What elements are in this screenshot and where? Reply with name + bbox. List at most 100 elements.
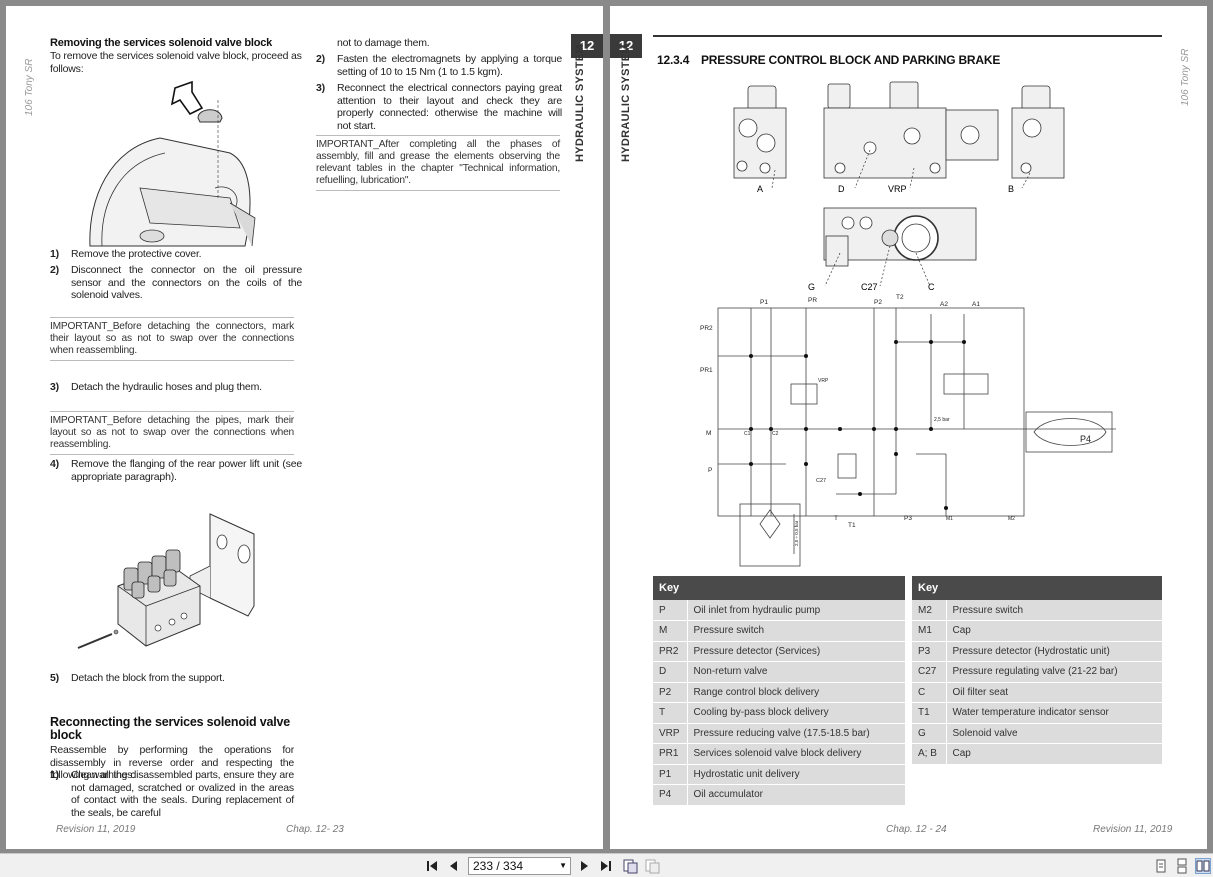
label-C27: C27 xyxy=(861,282,878,292)
step-number: 1) xyxy=(50,769,59,781)
key-code: P xyxy=(653,600,688,621)
next-page-icon xyxy=(581,861,588,871)
step-5: 5) Detach the block from the support. xyxy=(50,672,302,685)
step-2: 2) Disconnect the connector on the oil p… xyxy=(50,264,302,302)
sch-label-P4: P4 xyxy=(1080,434,1091,444)
key-code: C27 xyxy=(912,661,947,683)
heading-reconnecting: Reconnecting the services solenoid valve… xyxy=(50,715,291,742)
first-page-button[interactable] xyxy=(424,858,440,874)
disabled-tool-button[interactable] xyxy=(644,858,660,874)
step-text: Detach the block from the support. xyxy=(71,672,225,684)
section-number: 12.3.4 xyxy=(657,53,690,67)
sch-label-bar2: 2,5 ÷ 0,5 bar xyxy=(794,520,799,546)
key-desc: Services solenoid valve block delivery xyxy=(687,743,905,765)
illustration-block-support xyxy=(77,513,255,649)
step-number: 4) xyxy=(50,458,59,470)
step-text: Clean all the disassembled parts, ensure… xyxy=(71,769,294,819)
step-number: 1) xyxy=(50,248,59,260)
sch-label-P: P xyxy=(708,467,712,474)
key-code: D xyxy=(653,661,688,683)
side-label: 106 Tony SR xyxy=(24,58,35,116)
key-desc: Oil accumulator xyxy=(687,784,905,806)
first-page-icon xyxy=(427,861,437,871)
label-VRP: VRP xyxy=(888,184,907,194)
sch-label-VRP: VRP xyxy=(818,378,829,384)
sch-label-P2: P2 xyxy=(874,299,882,306)
label-C: C xyxy=(928,282,935,292)
chapter-tab-title: HYDRAULIC SYSTEM xyxy=(574,44,586,162)
key-code: A; B xyxy=(912,743,947,765)
viewer-toolbar: 233 / 334 ▼ xyxy=(0,853,1213,877)
page-number-input[interactable]: 233 / 334 ▼ xyxy=(468,857,571,875)
key-header: Key xyxy=(912,576,1162,600)
step-3: 3) Detach the hydraulic hoses and plug t… xyxy=(50,381,302,394)
last-page-button[interactable] xyxy=(598,858,614,874)
previous-page-button[interactable] xyxy=(446,858,462,874)
key-desc: Pressure detector (Services) xyxy=(687,641,905,662)
key-desc: Pressure regulating valve (21-22 bar) xyxy=(946,661,1162,683)
continuous-view-button[interactable] xyxy=(1174,858,1190,874)
side-label: 106 Tony SR xyxy=(1180,48,1191,106)
sch-label-M1: M1 xyxy=(946,516,953,522)
step-text: Detach the hydraulic hoses and plug them… xyxy=(71,381,262,393)
duplicate-page-icon xyxy=(645,859,660,874)
sch-label-bar1: 2,5 bar xyxy=(934,417,950,423)
sch-label-T: T xyxy=(834,515,838,522)
key-code: P1 xyxy=(653,764,688,785)
key-desc: Hydrostatic unit delivery xyxy=(687,764,905,785)
footer-chapter: Chap. 12- 23 xyxy=(286,824,344,835)
key-code: M2 xyxy=(912,600,947,621)
key-code: P3 xyxy=(912,641,947,662)
two-page-view-button[interactable] xyxy=(1195,858,1211,874)
sch-label-C27: C27 xyxy=(816,478,826,484)
dropdown-caret-icon: ▼ xyxy=(559,861,567,870)
step-4: 4) Remove the flanging of the rear power… xyxy=(50,458,302,483)
key-code: M1 xyxy=(912,620,947,642)
key-desc: Solenoid valve xyxy=(946,723,1162,744)
key-desc: Pressure switch xyxy=(946,600,1162,621)
step-number: 3) xyxy=(50,381,59,393)
reconnect-step-3: 3) Reconnect the electrical connectors p… xyxy=(316,82,562,132)
section-rule xyxy=(653,35,1162,37)
sch-label-C2: C2 xyxy=(772,431,779,437)
section-title: PRESSURE CONTROL BLOCK AND PARKING BRAKE xyxy=(701,53,1001,67)
page-indicator-text: 233 / 334 xyxy=(473,859,524,873)
continuous-page-icon xyxy=(1177,858,1187,874)
hydraulic-schematic: P1 PR P2 T2 A2 A1 PR2 PR1 M C1 C2 P VRP … xyxy=(700,294,1116,567)
reconnect-step-2: 2) Fasten the electromagnets by applying… xyxy=(316,53,562,78)
sch-label-A2: A2 xyxy=(940,301,948,308)
key-code: PR2 xyxy=(653,641,688,662)
rotate-view-button[interactable] xyxy=(622,858,638,874)
label-G: G xyxy=(808,282,815,292)
step-number: 5) xyxy=(50,672,59,684)
footer-revision: Revision 11, 2019 xyxy=(56,824,136,835)
step-number: 3) xyxy=(316,82,325,94)
key-desc: Pressure switch xyxy=(687,620,905,642)
sch-label-M: M xyxy=(706,430,711,437)
key-code: G xyxy=(912,723,947,744)
right-page: 12 HYDRAULIC SYSTEM 106 Tony SR 12.3.4 P… xyxy=(610,6,1207,849)
single-page-view-button[interactable] xyxy=(1153,858,1169,874)
key-code: T1 xyxy=(912,702,947,724)
key-code: PR1 xyxy=(653,743,688,765)
key-desc: Cap xyxy=(946,620,1162,642)
chapter-tab-number: 12 xyxy=(610,34,642,58)
key-desc: Range control block delivery xyxy=(687,682,905,703)
next-page-button[interactable] xyxy=(576,858,592,874)
two-page-icon xyxy=(1196,860,1210,872)
key-code: T xyxy=(653,702,688,724)
key-desc: Non-return valve xyxy=(687,661,905,683)
